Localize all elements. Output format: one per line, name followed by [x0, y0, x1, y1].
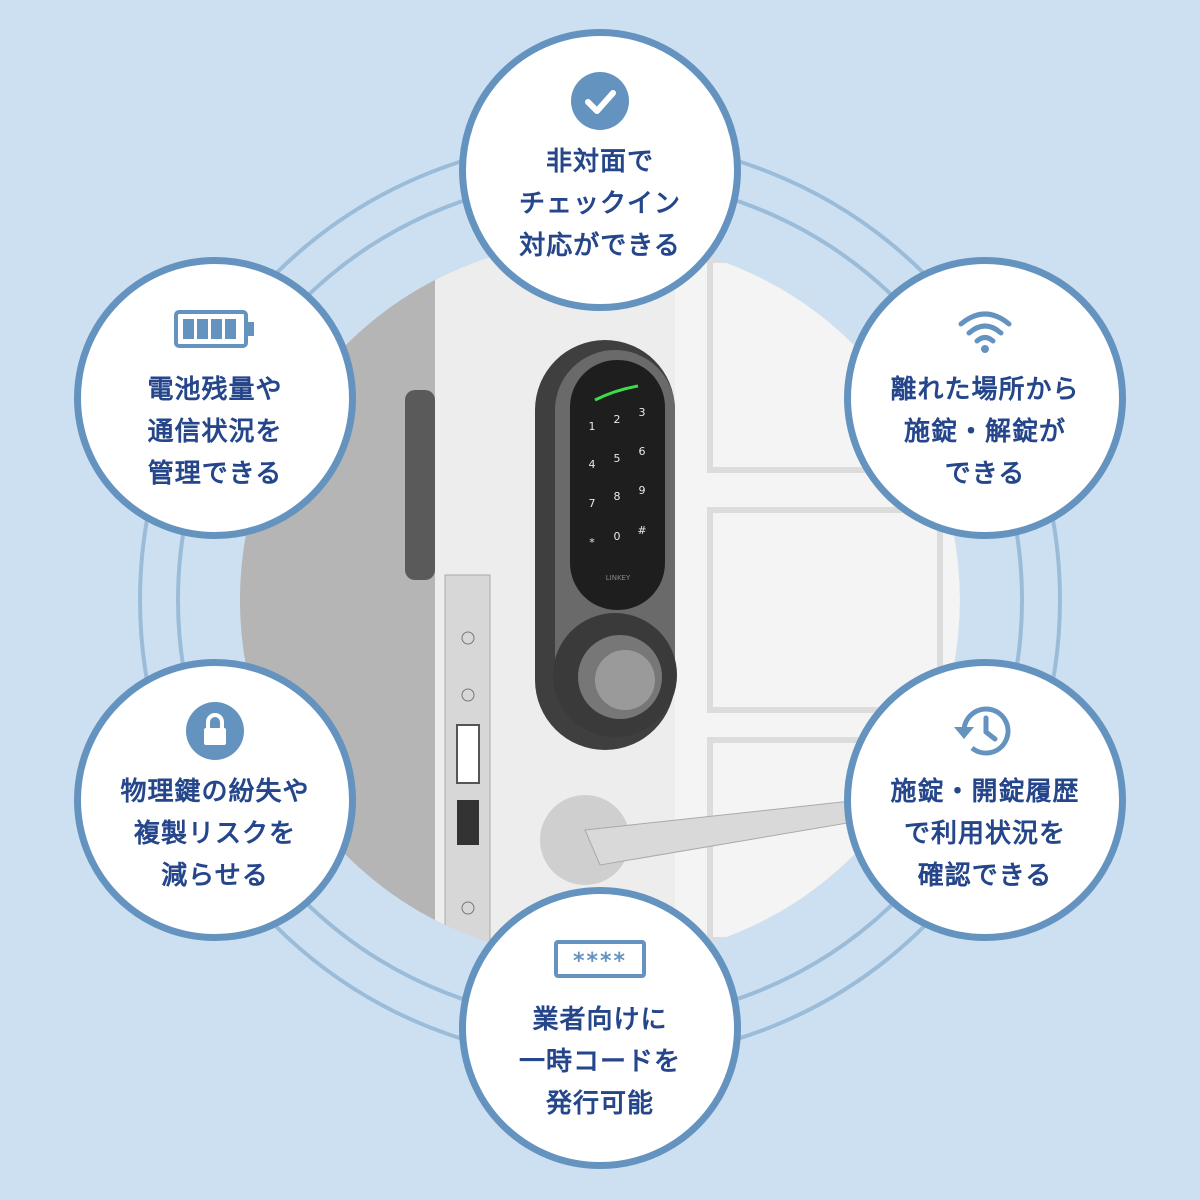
- password-icon: ****: [554, 931, 646, 987]
- svg-text:4: 4: [589, 458, 596, 471]
- battery-icon: [173, 301, 257, 357]
- feature-text: 施錠・解錠が: [903, 417, 1066, 447]
- password-field-icon: ****: [554, 940, 646, 978]
- feature-text: で利用状況を: [903, 819, 1066, 849]
- feature-key-loss: 物理鍵の紛失や 複製リスクを 減らせる: [74, 659, 356, 941]
- feature-text: チェックイン: [518, 189, 681, 219]
- svg-text:6: 6: [639, 445, 646, 458]
- feature-text: 一時コードを: [518, 1047, 681, 1077]
- feature-text: 離れた場所から: [890, 375, 1080, 405]
- feature-text: 電池残量や: [147, 375, 283, 405]
- feature-text: 非対面で: [545, 147, 654, 177]
- feature-battery-status: 電池残量や 通信状況を 管理できる: [74, 257, 356, 539]
- svg-text:5: 5: [614, 452, 621, 465]
- feature-text: 通信状況を: [147, 417, 283, 447]
- feature-text: 施錠・開錠履歴: [890, 777, 1080, 807]
- feature-temp-code: **** 業者向けに 一時コードを 発行可能: [459, 887, 741, 1169]
- svg-text:0: 0: [614, 530, 621, 543]
- history-icon: [950, 703, 1020, 759]
- svg-text:3: 3: [639, 406, 646, 419]
- smart-lock-photo: 1 2 3 4 5 6 7 8 9 * 0 # LINKEY: [240, 240, 960, 960]
- feature-text: 管理できる: [147, 459, 283, 489]
- feature-contactless-checkin: 非対面で チェックイン 対応ができる: [459, 29, 741, 311]
- lock-icon: [185, 702, 245, 760]
- svg-text:7: 7: [589, 497, 596, 510]
- svg-text:9: 9: [639, 484, 646, 497]
- check-circle-icon: [570, 72, 630, 130]
- feature-text: できる: [944, 459, 1026, 489]
- feature-text: 減らせる: [161, 861, 269, 891]
- feature-lock-history: 施錠・開錠履歴 で利用状況を 確認できる: [844, 659, 1126, 941]
- feature-text: 業者向けに: [532, 1005, 668, 1035]
- svg-text:1: 1: [589, 420, 596, 433]
- feature-text: 物理鍵の紛失や: [120, 777, 310, 807]
- svg-text:*: *: [589, 536, 595, 549]
- feature-text: 対応ができる: [519, 231, 681, 261]
- svg-text:2: 2: [614, 413, 621, 426]
- wifi-icon: [955, 301, 1015, 357]
- feature-text: 発行可能: [545, 1089, 654, 1119]
- feature-remote-lock: 離れた場所から 施錠・解錠が できる: [844, 257, 1126, 539]
- svg-text:8: 8: [614, 490, 621, 503]
- keypad: 1 2 3 4 5 6 7 8 9 * 0 # LINKEY: [589, 406, 647, 582]
- feature-text: 複製リスクを: [133, 819, 296, 849]
- svg-text:#: #: [637, 524, 646, 537]
- feature-text: 確認できる: [917, 861, 1053, 891]
- svg-text:LINKEY: LINKEY: [606, 574, 631, 582]
